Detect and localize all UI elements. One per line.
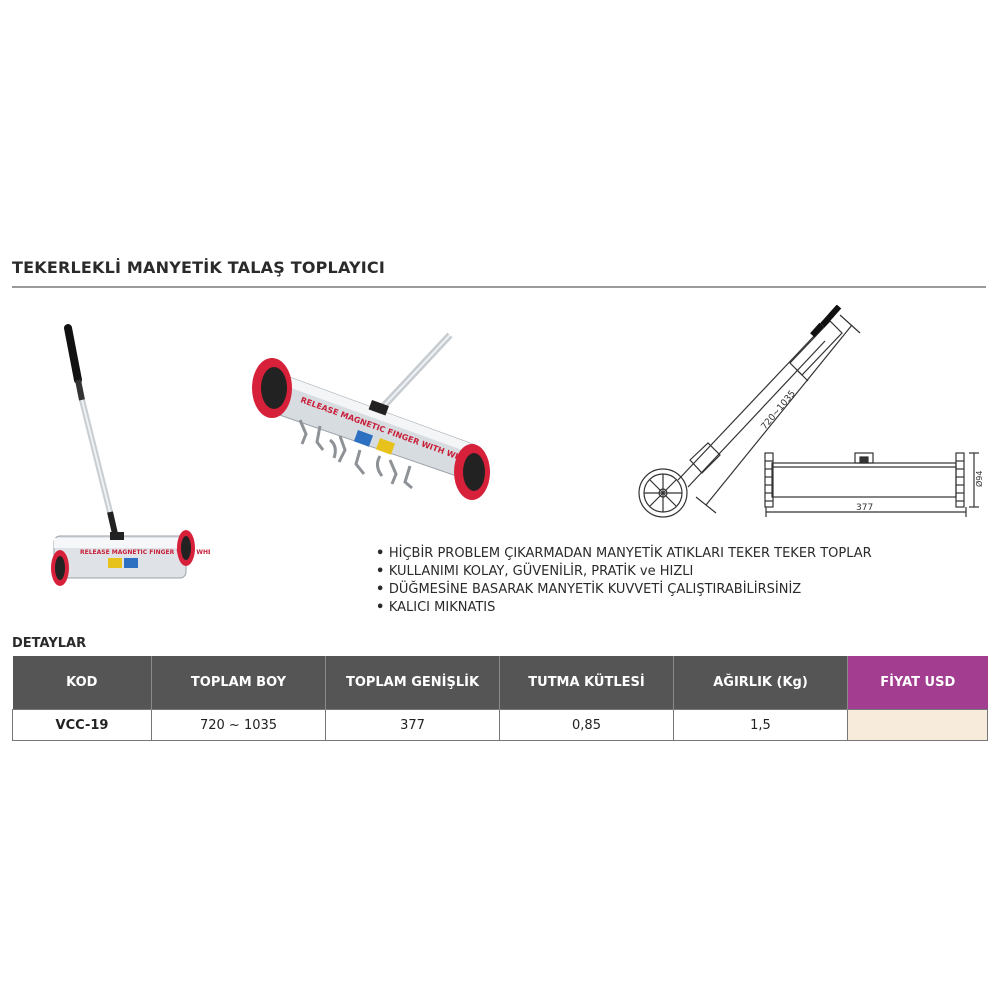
cell-weight: 1,5 (673, 709, 848, 741)
title-divider (12, 286, 986, 288)
feature-item: KALICI MIKNATIS (376, 599, 872, 617)
diameter-dimension-label: Ø94 (974, 471, 984, 487)
header-holding-mass: TUTMA KÜTLESİ (499, 656, 674, 710)
cell-total-length: 720 ~ 1035 (151, 709, 326, 741)
feature-item: KULLANIMI KOLAY, GÜVENİLİR, PRATİK ve HI… (376, 563, 872, 581)
page-title: TEKERLEKLİ MANYETİK TALAŞ TOPLAYICI (12, 258, 386, 277)
width-dimension-label: 377 (856, 503, 873, 513)
header-total-width: TOPLAM GENİŞLİK (325, 656, 500, 710)
header-price-usd: FİYAT USD (847, 656, 988, 710)
feature-item: DÜĞMESİNE BASARAK MANYETİK KUVVETİ ÇALIŞ… (376, 581, 872, 599)
table-header-row: KOD TOPLAM BOY TOPLAM GENİŞLİK TUTMA KÜT… (12, 656, 988, 710)
details-heading: DETAYLAR (12, 636, 87, 651)
feature-list: HİÇBİR PROBLEM ÇIKARMADAN MANYETİK ATIKL… (376, 545, 872, 617)
product-photo-upright: RELEASE MAGNETIC FINGER WITH WHEELS (51, 324, 210, 586)
feature-item: HİÇBİR PROBLEM ÇIKARMADAN MANYETİK ATIKL… (376, 545, 872, 563)
product-label-text: RELEASE MAGNETIC FINGER WITH WHEELS (80, 549, 210, 556)
spec-table: KOD TOPLAM BOY TOPLAM GENİŞLİK TUTMA KÜT… (12, 656, 988, 741)
header-total-length: TOPLAM BOY (151, 656, 326, 710)
cell-code: VCC-19 (12, 709, 152, 741)
header-weight: AĞIRLIK (Kg) (673, 656, 848, 710)
cell-price-usd (847, 709, 988, 741)
technical-drawing: 720~1035 377 Ø94 (638, 305, 984, 518)
length-dimension-label: 720~1035 (760, 389, 798, 432)
product-photo-closeup: RELEASE MAGNETIC FINGER WITH WHEELS (252, 332, 490, 500)
header-code: KOD (12, 656, 152, 710)
cell-holding-mass: 0,85 (499, 709, 674, 741)
product-label-text-closeup: RELEASE MAGNETIC FINGER WITH WHEELS (299, 395, 483, 469)
cell-total-width: 377 (325, 709, 500, 741)
table-row: VCC-19 720 ~ 1035 377 0,85 1,5 (12, 709, 988, 741)
